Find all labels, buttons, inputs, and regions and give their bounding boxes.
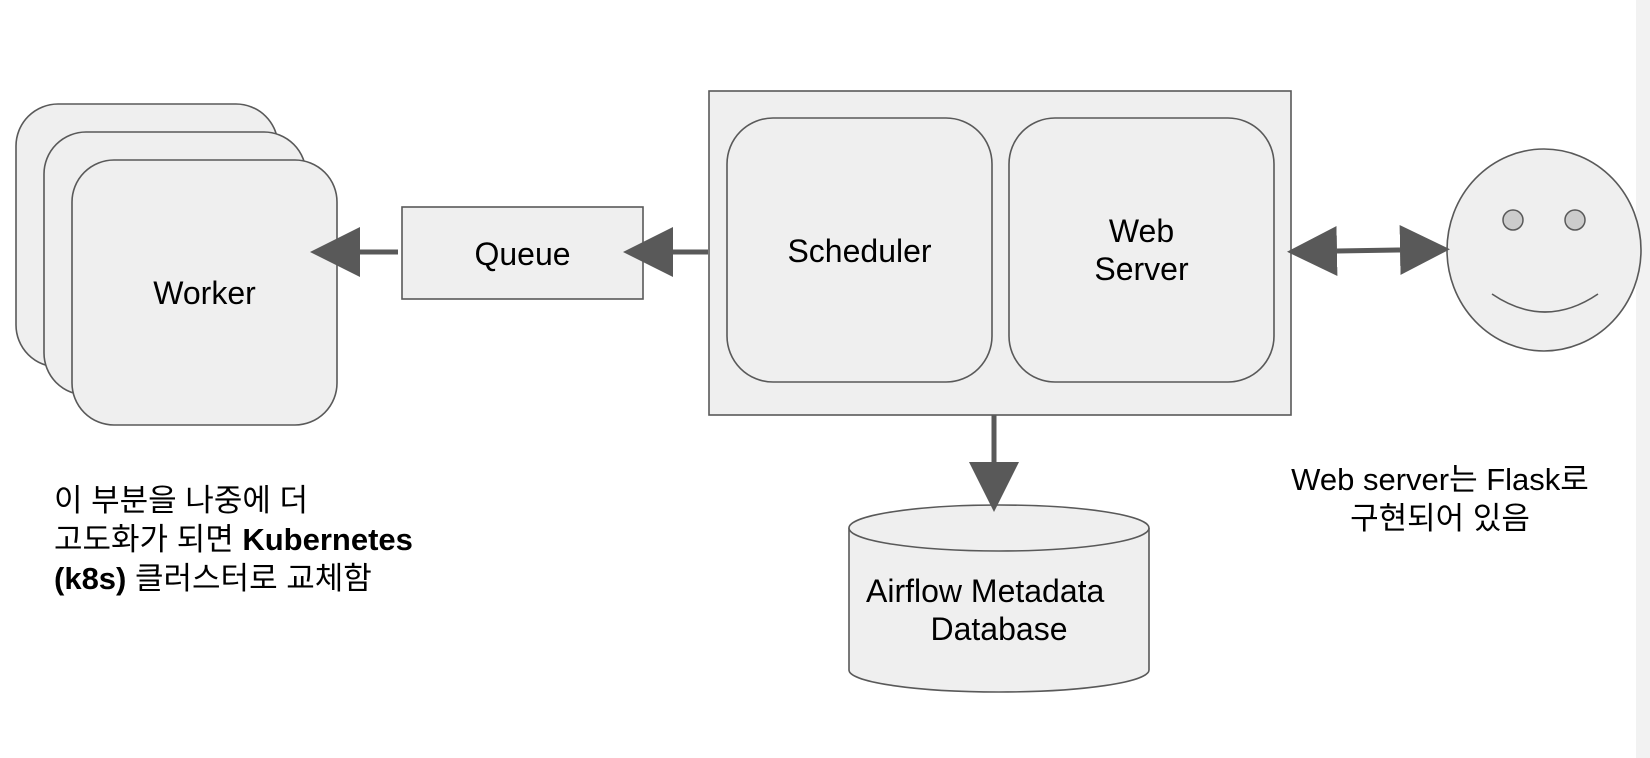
webserver-box bbox=[1008, 117, 1275, 383]
k8s-note-bold-term: (k8s) bbox=[54, 561, 127, 596]
database-body bbox=[848, 528, 1150, 693]
scheduler-box bbox=[726, 117, 993, 383]
user-right-eye bbox=[1564, 209, 1586, 231]
flask-note-line1: Web server는 Flask로 bbox=[1291, 462, 1589, 497]
user-left-eye bbox=[1502, 209, 1524, 231]
kubernetes-note: 이 부분을 나중에 더 고도화가 되면 Kubernetes (k8s) 클러스… bbox=[54, 481, 413, 598]
kubernetes-note-line3-text: 클러스터로 교체함 bbox=[126, 561, 372, 596]
webserver-label-line2: Server bbox=[1094, 251, 1189, 287]
scrollbar-track[interactable] bbox=[1636, 0, 1650, 758]
queue-box bbox=[401, 206, 644, 300]
queue-label: Queue bbox=[474, 236, 571, 272]
worker-stack bbox=[15, 103, 338, 426]
database-label: Airflow Metadata Database bbox=[849, 572, 1149, 648]
database-label-line1: Airflow Metadata bbox=[866, 573, 1105, 609]
kubernetes-note-line2-text: 고도화가 되면 bbox=[54, 522, 243, 557]
user-smile bbox=[1491, 293, 1599, 313]
worker-label: Worker bbox=[153, 275, 256, 311]
webserver-label: Web Server bbox=[1009, 212, 1274, 288]
scheduler-label: Scheduler bbox=[787, 233, 932, 269]
metadata-database-cylinder bbox=[848, 504, 1150, 693]
flask-note: Web server는 Flask로 구현되어 있음 bbox=[1280, 460, 1600, 538]
database-label-line2: Database bbox=[930, 611, 1068, 647]
kubernetes-note-line2: 고도화가 되면 Kubernetes bbox=[54, 520, 413, 559]
kubernetes-note-bold-term: Kubernetes bbox=[242, 522, 413, 557]
kubernetes-note-line1: 이 부분을 나중에 더 bbox=[54, 483, 308, 518]
user-face bbox=[1446, 148, 1642, 352]
worker-card-front bbox=[71, 159, 338, 426]
user-smiley-icon bbox=[1446, 148, 1642, 352]
webserver-label-line1: Web bbox=[1108, 213, 1175, 249]
kubernetes-note-line3: (k8s) 클러스터로 교체함 bbox=[54, 559, 413, 598]
database-top bbox=[848, 504, 1150, 552]
arrow-webserver-user-bidirectional bbox=[1287, 225, 1450, 276]
flask-note-line2: 구현되어 있음 bbox=[1350, 501, 1530, 536]
